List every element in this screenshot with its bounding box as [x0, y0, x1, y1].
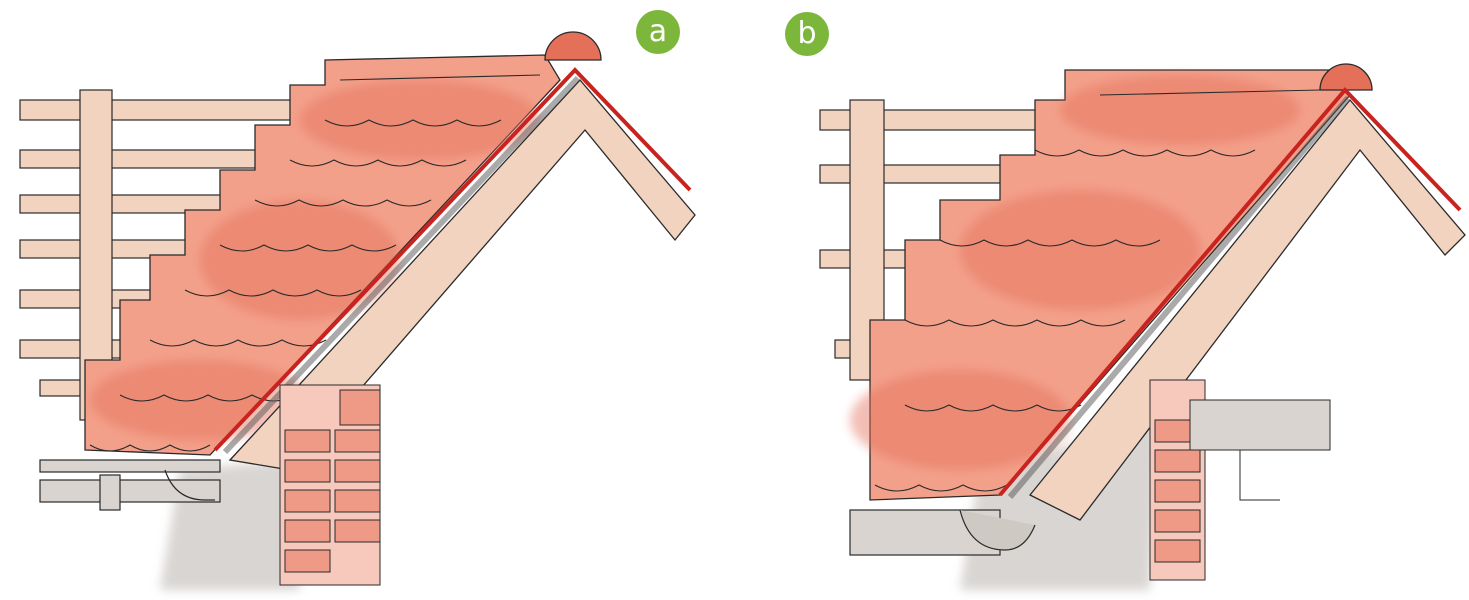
panel-b-membrane [998, 87, 1462, 497]
panel-b-label: b [797, 16, 817, 51]
panel-b-tile-shading [850, 75, 1300, 470]
panel-a-tile-courses [89, 74, 541, 452]
panel-a-gutter [39, 459, 221, 511]
panel-b-brick-wall [1149, 379, 1331, 581]
panel-b-gutter [849, 509, 1036, 556]
panel-a-ridge-cap [544, 31, 602, 61]
panel-a-tile-shading [90, 80, 540, 440]
panel-a-drawing [19, 31, 696, 590]
panel-b-label-badge: b [785, 12, 829, 56]
panel-b-tile-courses [874, 89, 1321, 492]
panel-a-membrane [213, 67, 692, 452]
panel-a-brick-wall [279, 384, 381, 586]
panel-b-drawing [819, 63, 1466, 590]
panel-a-label: a [648, 14, 668, 49]
panel-a-label-badge: a [636, 10, 680, 54]
panel-b-ridge-cap [1319, 63, 1373, 91]
